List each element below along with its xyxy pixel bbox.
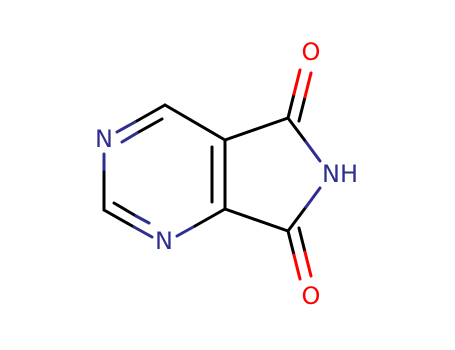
bond-c7-o2-b-o xyxy=(303,250,313,278)
atom-label-nh: NH xyxy=(322,160,358,188)
bond-c5-o1-b-o xyxy=(303,71,313,99)
bond-c7-nh-n xyxy=(304,186,322,209)
bond-c7-o2-a-o xyxy=(292,253,302,281)
atom-labels-group: N N NH O O xyxy=(95,38,358,310)
bond-c4-n1-inner-n xyxy=(120,131,139,144)
bond-c3a-c5 xyxy=(223,116,290,142)
bond-c5-o1-a-c xyxy=(286,92,296,120)
bond-c3a-c4 xyxy=(163,103,227,142)
atom-label-o2: O xyxy=(302,282,321,310)
bond-c2-n2-inner xyxy=(112,201,138,218)
bond-c2-n2-outer-n xyxy=(132,225,154,239)
bond-c2-n2-inner-n xyxy=(134,214,151,225)
bond-c5-o1-b-c xyxy=(297,95,307,123)
bond-c4-n1-outer xyxy=(133,103,167,124)
atom-label-n1: N xyxy=(95,125,113,153)
bond-c4-n1-outer-n xyxy=(115,120,137,134)
atom-label-n2: N xyxy=(155,227,173,255)
bond-c7a-c7 xyxy=(223,207,290,233)
bond-n2-c7a-n xyxy=(175,224,197,238)
bond-c7-o2-b-c xyxy=(297,226,307,254)
bond-c5-nh-n xyxy=(304,140,322,163)
bond-c7-o2-a-c xyxy=(286,229,296,257)
atom-label-o1: O xyxy=(302,38,321,66)
bond-n2-c7a-c xyxy=(193,207,227,228)
bond-c5-nh-c xyxy=(286,116,308,144)
bond-c2-n2-outer xyxy=(102,208,136,229)
bond-c4-n1-inner xyxy=(135,117,164,135)
bonds-group xyxy=(102,68,322,281)
bond-c7-nh-c xyxy=(286,205,308,233)
bond-c5-o1-a-o xyxy=(292,68,302,96)
